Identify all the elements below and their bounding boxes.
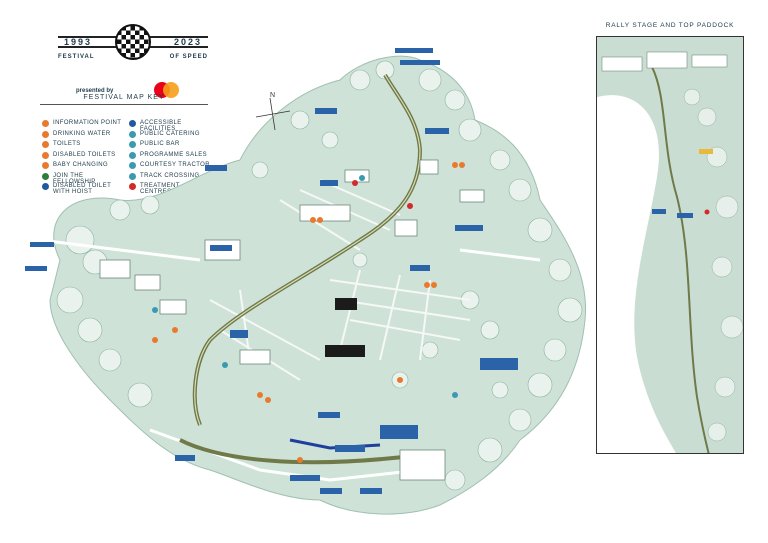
key-item: ACCESSIBLE FACILITIES — [129, 120, 213, 132]
key-item: TOILETS — [42, 141, 126, 148]
key-item-label: BABY CHANGING — [53, 162, 109, 168]
key-item-label: INFORMATION POINT — [53, 120, 122, 126]
logo-subtitle: FESTIVAL OF SPEED — [58, 54, 208, 60]
feature-box — [335, 298, 357, 310]
mastercard-logo-icon — [154, 82, 180, 98]
inset-label-yellow — [699, 149, 713, 154]
key-item-label: PUBLIC CATERING — [140, 130, 200, 137]
key-item: BABY CHANGING — [42, 162, 126, 169]
key-item: PROGRAMME SALES — [129, 151, 213, 159]
year-start: 1993 — [64, 37, 93, 47]
tractor-icon — [129, 162, 136, 169]
inset-map — [597, 37, 743, 453]
key-item: TREATMENT CENTRES — [129, 183, 213, 195]
catering-icon — [129, 130, 136, 138]
baby-changing-icon — [42, 162, 49, 169]
key-item-label: DRINKING WATER — [53, 130, 111, 137]
key-item: PUBLIC BAR — [129, 141, 213, 148]
compass-north: N — [270, 92, 275, 99]
logo-festival: FESTIVAL — [58, 54, 95, 60]
inset-title: RALLY STAGE AND TOP PADDOCK — [605, 22, 735, 29]
key-item-label: ACCESSIBLE FACILITIES — [140, 120, 182, 132]
water-icon — [42, 130, 49, 138]
accessible-icon — [129, 120, 136, 127]
key-item: JOIN THE FELLOWSHIP — [42, 172, 126, 185]
compass-icon — [255, 97, 291, 131]
inset-treatment-marker — [704, 209, 710, 215]
festival-logo: 1993 2023 FESTIVAL OF SPEED presented by — [58, 18, 208, 106]
key-item: PUBLIC CATERING — [129, 130, 213, 138]
map-key-title: FESTIVAL MAP KEY — [40, 94, 208, 105]
toilet-icon — [42, 141, 49, 148]
programme-icon — [129, 151, 136, 159]
presented-by: presented by — [76, 88, 114, 94]
rally-stage-inset — [596, 36, 744, 454]
key-item: TRACK CROSSING — [129, 172, 213, 180]
key-item-label: COURTESY TRACTOR — [140, 162, 210, 168]
key-item: COURTESY TRACTOR — [129, 162, 213, 169]
hoist-icon — [42, 183, 49, 190]
info-icon — [42, 120, 49, 127]
rally-track — [651, 66, 710, 453]
key-item-label: DISABLED TOILETS — [53, 151, 116, 158]
map-ground — [49, 55, 587, 515]
key-item-label: JOIN THE FELLOWSHIP — [53, 172, 96, 185]
top-paddock — [601, 51, 728, 72]
logo-of-speed: OF SPEED — [169, 54, 208, 60]
catering-markers — [152, 175, 458, 398]
year-end: 2023 — [173, 37, 202, 47]
facility-markers — [152, 162, 465, 463]
key-item: DISABLED TOILET WITH HOIST — [42, 183, 126, 195]
key-item-label: PROGRAMME SALES — [140, 151, 208, 158]
key-item: DISABLED TOILETS — [42, 151, 126, 159]
disabled-toilet-icon — [42, 151, 49, 159]
open-field — [597, 95, 676, 453]
inset-labels — [652, 209, 693, 218]
key-item-label: PUBLIC BAR — [140, 141, 180, 147]
treatment-markers — [352, 180, 413, 209]
festival-map: N — [25, 48, 587, 515]
key-item-label: TRACK CROSSING — [140, 172, 200, 179]
key-item-label: TREATMENT CENTRES — [140, 183, 180, 195]
key-item: INFORMATION POINT — [42, 120, 126, 127]
chequered-flag-icon — [115, 24, 151, 60]
key-item-label: DISABLED TOILET WITH HOIST — [53, 183, 112, 195]
bar-icon — [129, 141, 136, 148]
key-item-label: TOILETS — [53, 141, 81, 147]
treatment-icon — [129, 183, 136, 190]
buildings — [99, 159, 485, 481]
fellowship-icon — [42, 172, 49, 180]
crossing-icon — [129, 172, 136, 180]
feature-box — [325, 345, 365, 357]
woodland — [56, 60, 583, 491]
location-labels — [25, 48, 518, 494]
key-item: DRINKING WATER — [42, 130, 126, 138]
